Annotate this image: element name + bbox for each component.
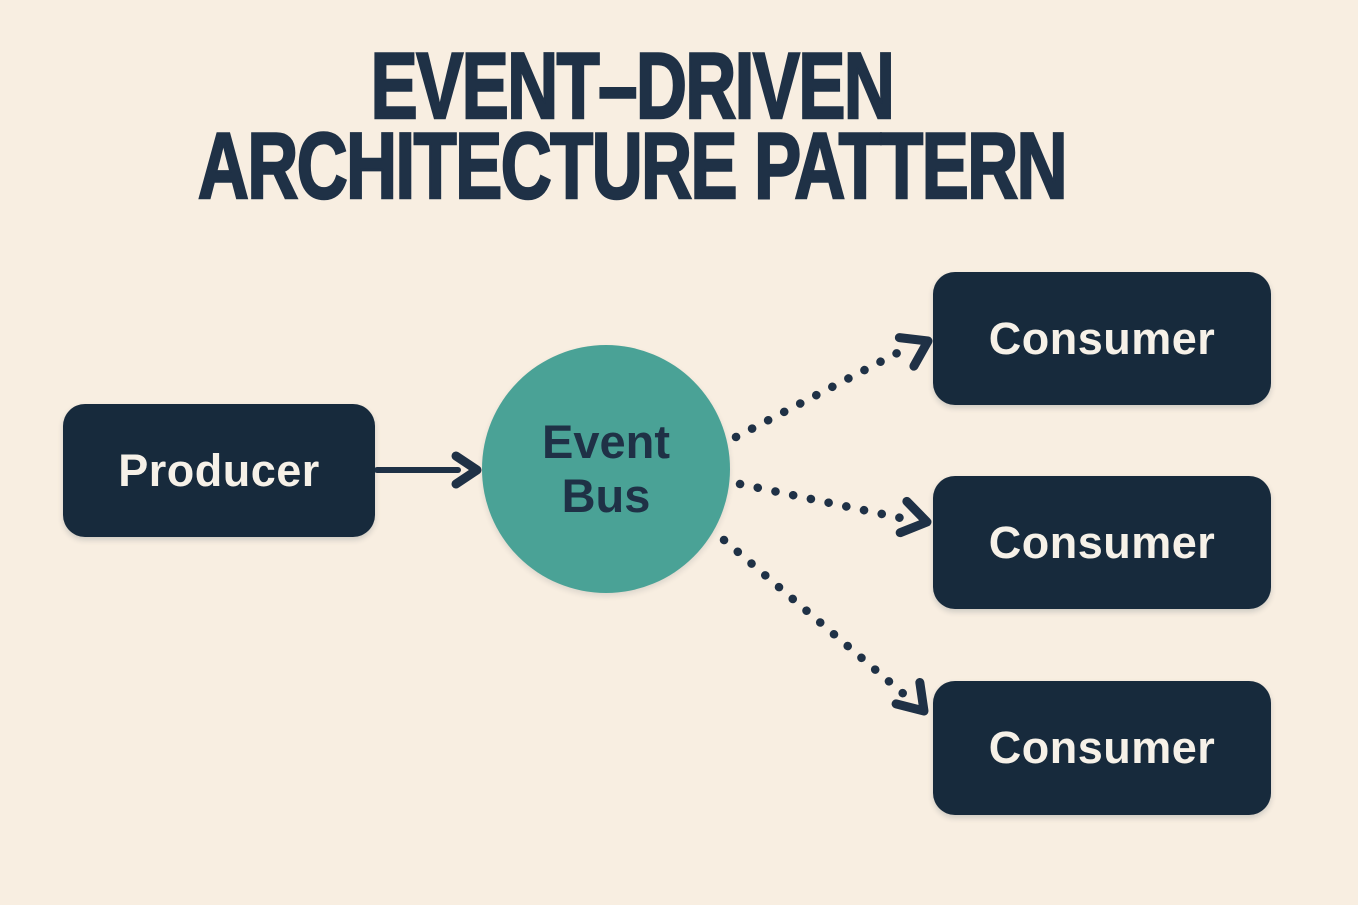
consumer-label: Consumer (988, 722, 1216, 773)
title-line-2: ARCHITECTURE PATTERN (197, 113, 1069, 218)
arrowhead-icon (894, 333, 933, 371)
producer-node: Producer (63, 404, 375, 537)
diagram-title: EVENT–DRIVEN ARCHITECTURE PATTERN (0, 33, 1311, 218)
consumer-node-3: Consumer (933, 681, 1271, 815)
bus-to-consumer-2-arrow (735, 479, 932, 538)
arrowhead-icon (895, 496, 932, 538)
producer-label: Producer (118, 444, 320, 496)
bus-to-consumer-3-arrow (719, 535, 929, 716)
producer-to-bus-arrow (374, 451, 482, 489)
arrowhead-icon (451, 451, 482, 489)
consumer-node-2: Consumer (933, 476, 1271, 609)
consumer-label: Consumer (988, 516, 1216, 568)
event-bus-label-line-1: Event (542, 414, 670, 468)
consumer-label: Consumer (988, 312, 1216, 364)
bus-to-consumer-1-arrow (731, 333, 933, 442)
title-line-1: EVENT–DRIVEN (370, 33, 896, 138)
event-bus-label-line-2: Bus (561, 469, 651, 522)
event-bus-node: Event Bus (482, 345, 730, 593)
consumer-node-1: Consumer (933, 272, 1271, 405)
arrowhead-icon (891, 677, 929, 716)
